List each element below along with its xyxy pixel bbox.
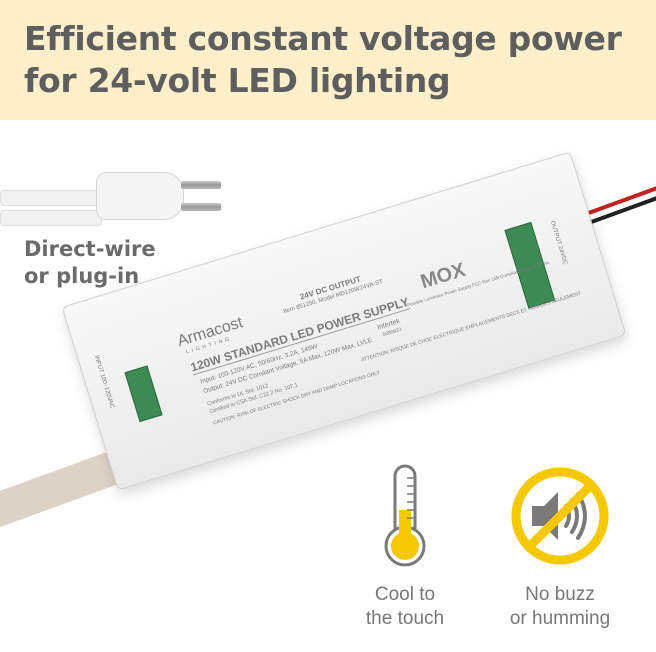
plug-prong	[181, 181, 221, 189]
no-sound-icon	[510, 466, 610, 566]
feature-quiet-line1: No buzz	[525, 584, 595, 605]
input-terminal-block	[124, 365, 163, 423]
plug-prong	[181, 203, 221, 211]
cord	[0, 190, 102, 206]
thermometer-icon	[375, 462, 435, 572]
feature-quiet-line2: or humming	[509, 608, 611, 629]
cord	[0, 210, 102, 226]
install-label: Direct-wire or plug-in	[24, 236, 156, 290]
headline-line1: Efficient constant voltage power	[24, 19, 622, 58]
headline: Efficient constant voltage power for 24-…	[24, 18, 622, 102]
headline-banner: Efficient constant voltage power for 24-…	[0, 0, 656, 120]
install-label-line1: Direct-wire	[24, 237, 156, 261]
output-terminal-label: OUTPUT 24VDC	[548, 220, 568, 266]
feature-cool-line2: the touch	[365, 608, 445, 629]
install-label-line2: or plug-in	[24, 264, 140, 288]
headline-line2: for 24-volt LED lighting	[24, 61, 451, 100]
plug	[96, 172, 221, 220]
input-terminal-label: INPUT 100~120VAC	[92, 354, 115, 410]
feature-quiet: No buzz or humming	[495, 583, 625, 631]
feature-cool: Cool to the touch	[345, 583, 465, 631]
feature-cool-line1: Cool to	[374, 584, 436, 605]
